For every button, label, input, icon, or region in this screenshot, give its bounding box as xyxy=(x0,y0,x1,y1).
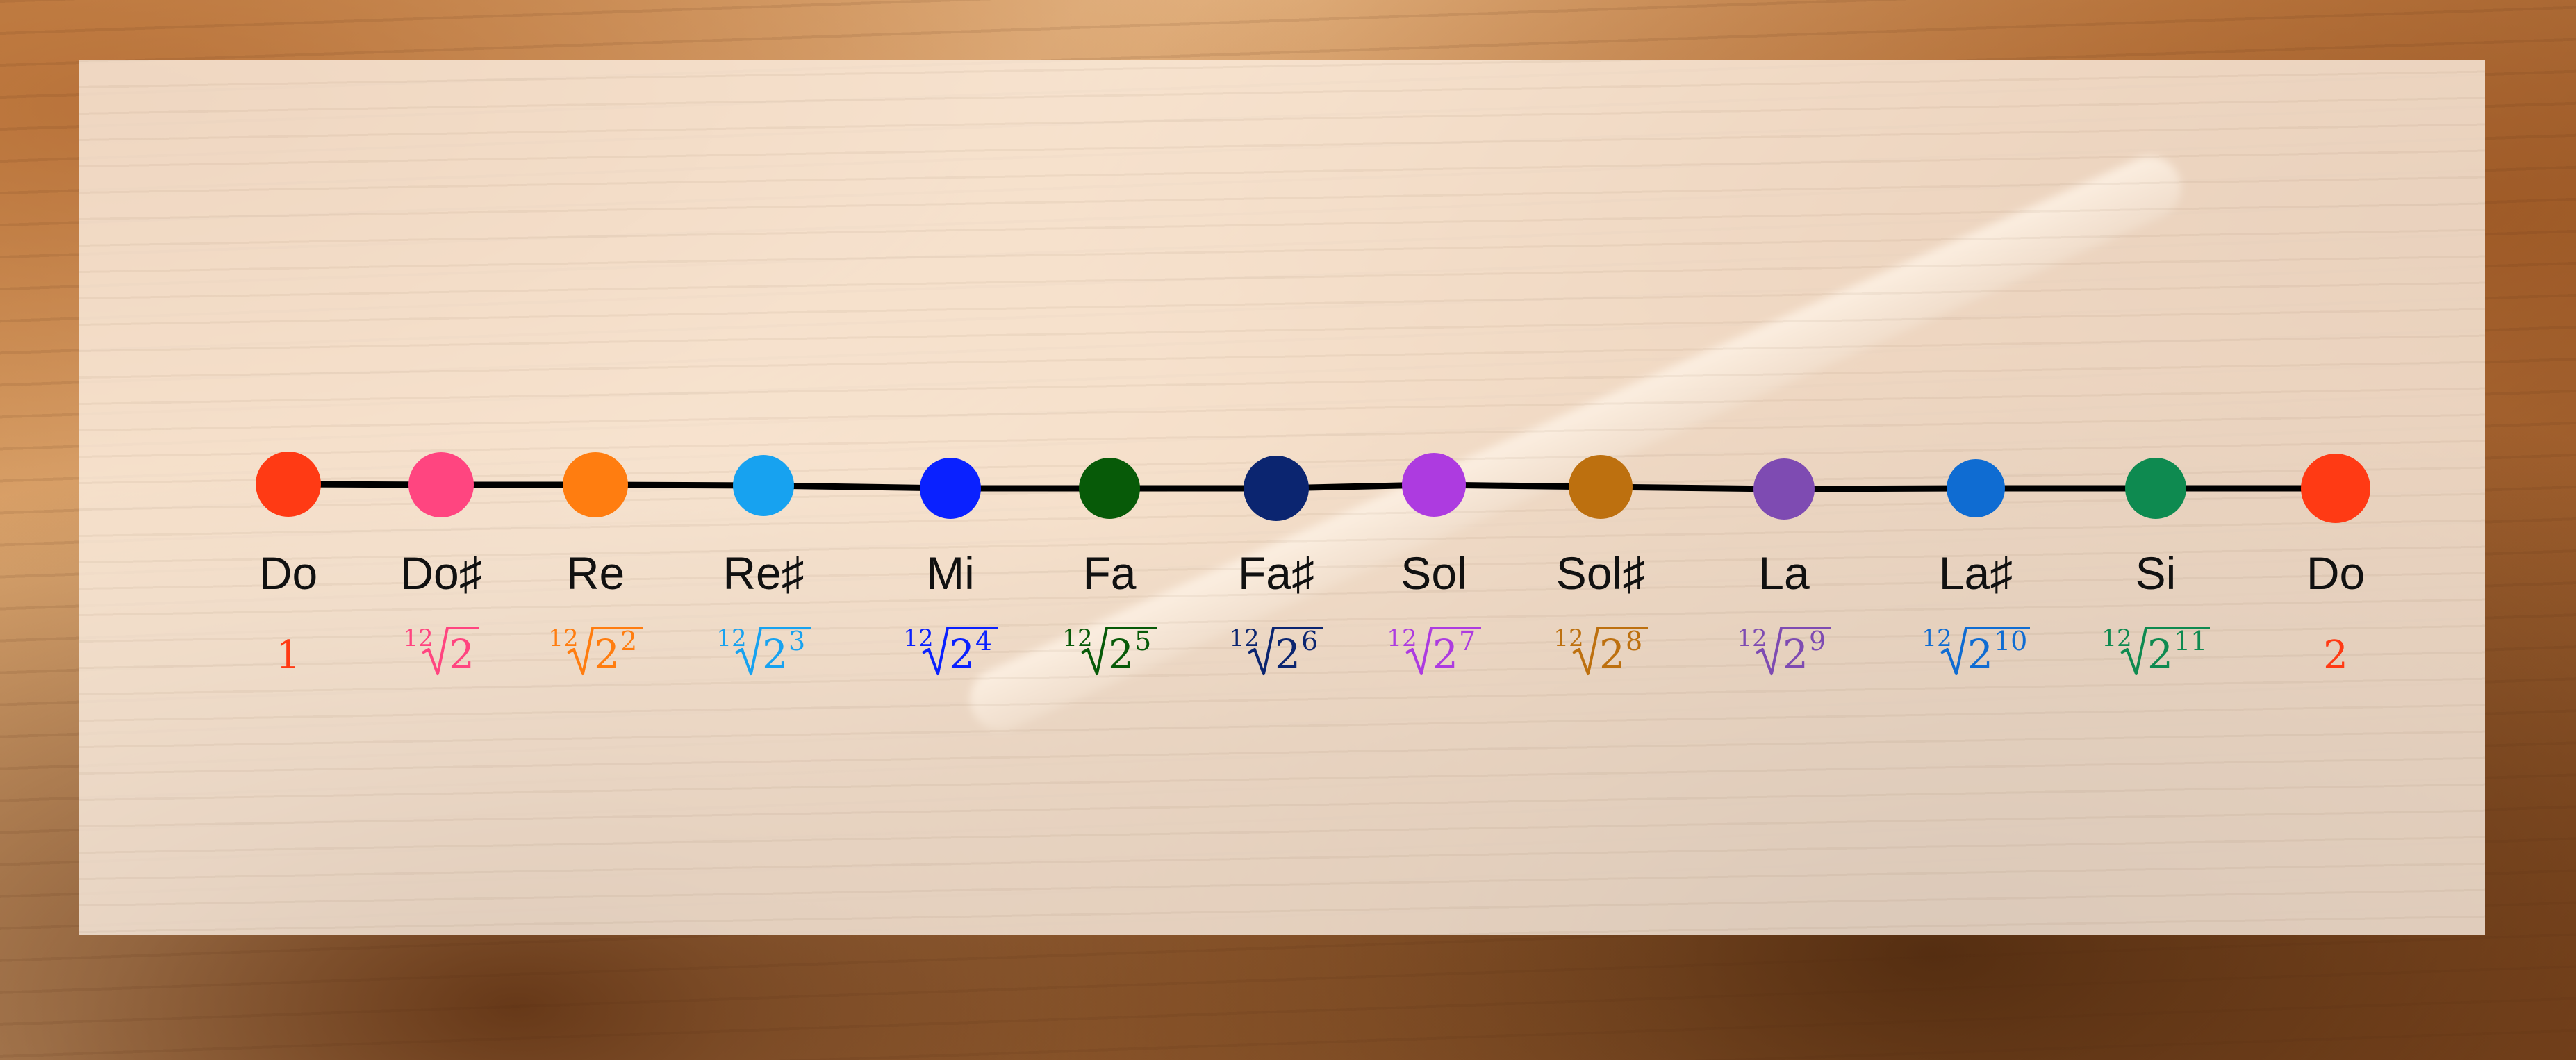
note-dots-layer xyxy=(256,452,2370,523)
root-index: 12 xyxy=(1387,624,1417,652)
note-value-number: 1 xyxy=(276,633,301,678)
root-exponent: 11 xyxy=(2174,626,2207,656)
note-name: Do xyxy=(2306,547,2365,599)
note-value: 2 xyxy=(2323,633,2348,678)
root-index: 12 xyxy=(403,624,433,652)
note-dot xyxy=(1244,456,1309,521)
root-base: 2 xyxy=(1433,631,1458,678)
note-value: 12 2 xyxy=(403,624,479,678)
note-name: La xyxy=(1758,547,1810,599)
root-index: 12 xyxy=(1553,624,1583,652)
root-exponent: 6 xyxy=(1301,626,1318,656)
root-index: 12 xyxy=(1229,624,1259,652)
note-name: Sol♯ xyxy=(1556,547,1645,599)
root-base: 2 xyxy=(949,631,975,678)
note-dot xyxy=(1569,455,1633,519)
note-dot xyxy=(2301,454,2370,523)
radical-sign xyxy=(567,627,643,675)
radical-sign xyxy=(1248,627,1323,675)
radical-sign xyxy=(1081,627,1157,675)
note-name: Do xyxy=(259,547,317,599)
note-dot xyxy=(920,458,981,519)
root-base: 2 xyxy=(1275,631,1301,678)
root-base: 2 xyxy=(762,631,788,678)
root-base: 2 xyxy=(1967,631,1993,678)
note-name: Re♯ xyxy=(723,547,804,599)
radical-sign xyxy=(1756,627,1831,675)
note-value-number: 2 xyxy=(2323,633,2348,678)
note-dot xyxy=(408,452,474,517)
root-exponent: 10 xyxy=(1994,626,2027,656)
root-base: 2 xyxy=(2147,631,2173,678)
root-base: 2 xyxy=(1783,631,1808,678)
root-exponent: 5 xyxy=(1134,626,1151,656)
root-exponent: 9 xyxy=(1809,626,1826,656)
root-base: 2 xyxy=(1599,631,1625,678)
note-dot xyxy=(733,455,794,516)
note-name: Sol xyxy=(1401,547,1467,599)
root-exponent: 8 xyxy=(1626,626,1642,656)
radical-sign xyxy=(1405,627,1481,675)
root-base: 2 xyxy=(449,631,474,678)
note-dot xyxy=(1753,458,1815,520)
root-index: 12 xyxy=(1922,624,1951,652)
root-index: 12 xyxy=(2102,624,2131,652)
root-index: 12 xyxy=(903,624,933,652)
note-dot xyxy=(2125,458,2186,519)
note-name: Do♯ xyxy=(400,547,481,599)
root-index: 12 xyxy=(548,624,578,652)
note-name: La♯ xyxy=(1939,547,2013,599)
root-index: 12 xyxy=(1062,624,1092,652)
note-name: Si xyxy=(2136,547,2177,599)
root-index: 12 xyxy=(716,624,746,652)
root-exponent: 4 xyxy=(975,626,992,656)
root-exponent: 2 xyxy=(620,626,637,656)
note-name: Re xyxy=(566,547,625,599)
root-exponent: 7 xyxy=(1459,626,1476,656)
radical-sign xyxy=(922,627,998,675)
note-name: Fa♯ xyxy=(1238,547,1314,599)
root-base: 2 xyxy=(1108,631,1134,678)
note-dot xyxy=(1079,458,1140,519)
root-index: 12 xyxy=(1737,624,1767,652)
radical-sign xyxy=(735,627,811,675)
note-dot xyxy=(563,452,628,517)
radical-sign xyxy=(1940,627,2030,675)
note-dot xyxy=(1947,459,2005,517)
radical-sign xyxy=(422,627,479,675)
note-name: Mi xyxy=(926,547,975,599)
radical-sign xyxy=(1572,627,1648,675)
note-dot xyxy=(256,452,321,517)
root-base: 2 xyxy=(594,631,620,678)
note-dot xyxy=(1402,453,1466,517)
note-name: Fa xyxy=(1082,547,1136,599)
note-value: 1 xyxy=(276,633,301,678)
radical-sign xyxy=(2120,627,2210,675)
root-exponent: 3 xyxy=(789,626,805,656)
note-labels-layer: Do Do♯ Re Re♯ Mi Fa Fa♯ Sol Sol♯ La La♯ Si Do xyxy=(259,547,2365,599)
